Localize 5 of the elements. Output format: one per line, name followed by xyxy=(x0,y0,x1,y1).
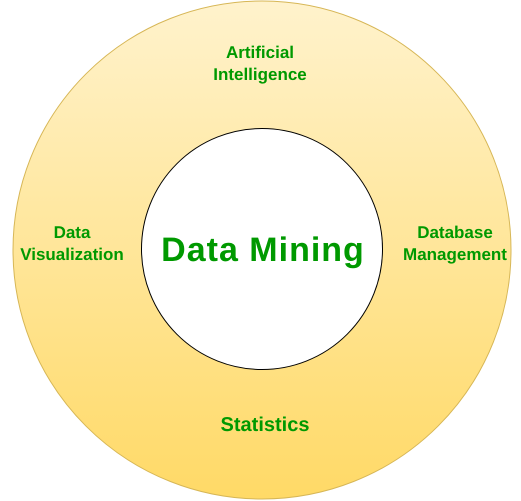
ring-label: Database Management xyxy=(402,222,508,266)
center-title: Data Mining xyxy=(160,230,366,270)
ring-label: Statistics xyxy=(220,414,310,436)
ring-label: Artificial Intelligence xyxy=(212,42,308,86)
ring-label: Data Visualization xyxy=(19,222,125,266)
